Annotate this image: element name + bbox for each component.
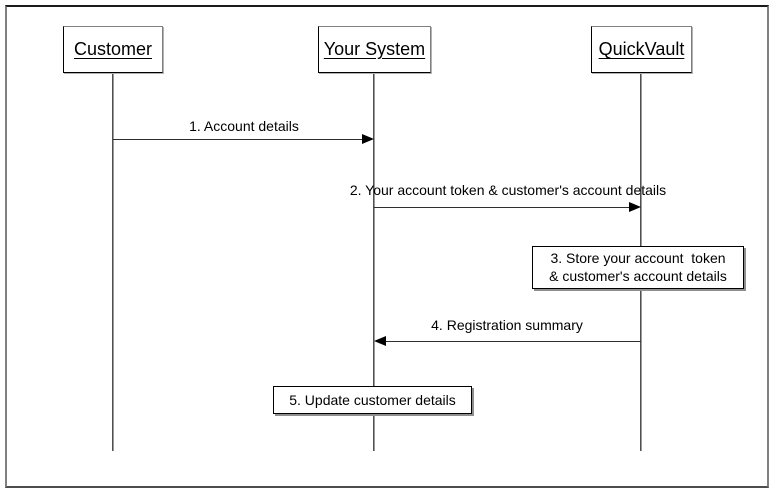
arrowhead-left-icon: [374, 336, 386, 346]
note-update-customer-line-1: 5. Update customer details: [289, 392, 456, 408]
message-4-label: 4. Registration summary: [431, 317, 583, 333]
arrowhead-right-icon: [629, 202, 641, 212]
actor-label-customer: Customer: [73, 39, 153, 59]
message-1-line: [113, 139, 363, 140]
actor-label-quickvault: QuickVault: [598, 39, 685, 59]
arrowhead-right-icon: [362, 134, 374, 144]
message-2-line: [374, 207, 630, 208]
message-2-label: 2. Your account token & customer's accou…: [349, 182, 667, 198]
note-update-customer: 5. Update customer details: [273, 386, 472, 414]
message-4-line: [386, 341, 641, 342]
note-store-token-line-2: & customer's account details: [549, 268, 727, 284]
note-store-token-line-1: 3. Store your account token: [550, 250, 726, 266]
actor-box-customer: Customer: [63, 26, 163, 73]
actor-label-your-system: Your System: [323, 39, 426, 59]
note-store-token: 3. Store your account token & customer's…: [532, 246, 744, 289]
lifeline-customer: [112, 73, 114, 451]
actor-box-quickvault: QuickVault: [591, 26, 692, 73]
message-1-label: 1. Account details: [189, 118, 299, 134]
actor-box-your-system: Your System: [318, 26, 431, 73]
lifeline-your-system: [373, 73, 375, 451]
